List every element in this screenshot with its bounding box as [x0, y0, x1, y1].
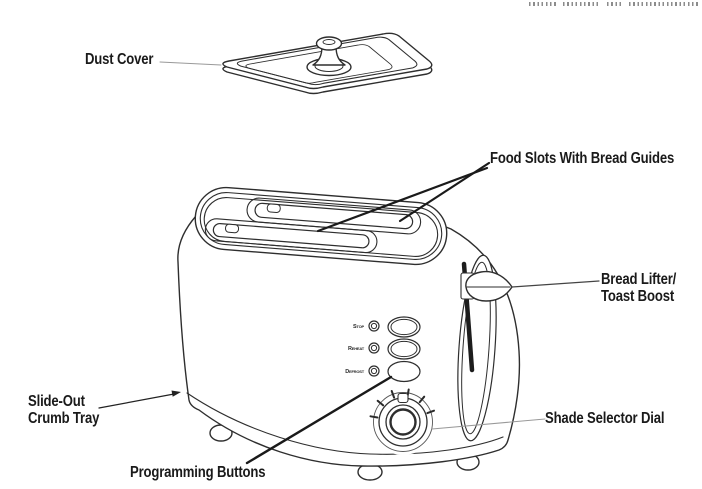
bread-lifter — [457, 254, 513, 442]
stop-button — [387, 316, 421, 338]
dust-cover-knob — [306, 36, 352, 77]
reheat-label: Reheat — [348, 346, 365, 352]
toaster-body-outline — [177, 203, 521, 467]
lifter-knob — [465, 270, 513, 302]
food-slot-rear — [246, 197, 422, 235]
leader-line-programming — [245, 375, 393, 465]
label-text-line1: Bread Lifter/ — [601, 271, 677, 288]
label-programming-buttons: Programming Buttons — [130, 464, 266, 481]
base-skirt-line — [186, 392, 504, 455]
leader-line-food-slot-front — [316, 166, 489, 233]
dial-knob — [389, 408, 417, 436]
defrost-button — [387, 360, 421, 383]
leader-line-shade-dial — [431, 418, 546, 430]
bread-guide — [266, 203, 281, 213]
leader-line-bread-lifter — [511, 280, 600, 288]
label-text: Food Slots With Bread Guides — [490, 150, 675, 167]
stop-label: Stop — [353, 324, 365, 330]
label-text: Shade Selector Dial — [545, 410, 665, 427]
defrost-indicator-light — [368, 365, 380, 377]
reheat-indicator-light — [368, 342, 380, 354]
label-dust-cover: Dust Cover — [85, 51, 154, 68]
bread-guide — [224, 223, 240, 234]
food-slot-front — [204, 218, 378, 254]
label-text-line2: Toast Boost — [601, 288, 675, 305]
dial-ticks — [369, 388, 435, 419]
stop-indicator-light — [368, 320, 380, 332]
clipped-word — [563, 2, 601, 6]
label-text: Dust Cover — [85, 51, 154, 68]
shade-selector-dial — [369, 388, 436, 455]
clipped-word — [629, 2, 700, 6]
leader-line-crumb-tray — [98, 393, 175, 409]
toaster-body-illustration: Stop Reheat Defrost — [177, 186, 521, 481]
clipped-word — [607, 2, 623, 6]
label-text-line2: Crumb Tray — [28, 410, 100, 427]
defrost-label: Defrost — [345, 369, 365, 375]
label-text-line1: Slide-Out — [28, 393, 85, 410]
dust-cover-illustration — [222, 32, 433, 95]
reheat-button — [387, 338, 421, 360]
label-food-slots: Food Slots With Bread Guides — [490, 150, 674, 167]
label-crumb-tray: Slide-Out Crumb Tray — [28, 393, 99, 427]
dial-pointer-notch — [397, 392, 409, 404]
control-panel: Stop Reheat Defrost — [345, 316, 421, 383]
leader-line-dust-cover — [159, 61, 222, 66]
crumb-tray-arrowhead — [171, 390, 181, 397]
label-text: Programming Buttons — [130, 464, 266, 481]
clipped-word — [529, 2, 556, 6]
label-bread-lifter: Bread Lifter/ Toast Boost — [601, 271, 676, 305]
label-shade-dial: Shade Selector Dial — [545, 410, 665, 427]
leader-lines — [98, 61, 600, 465]
